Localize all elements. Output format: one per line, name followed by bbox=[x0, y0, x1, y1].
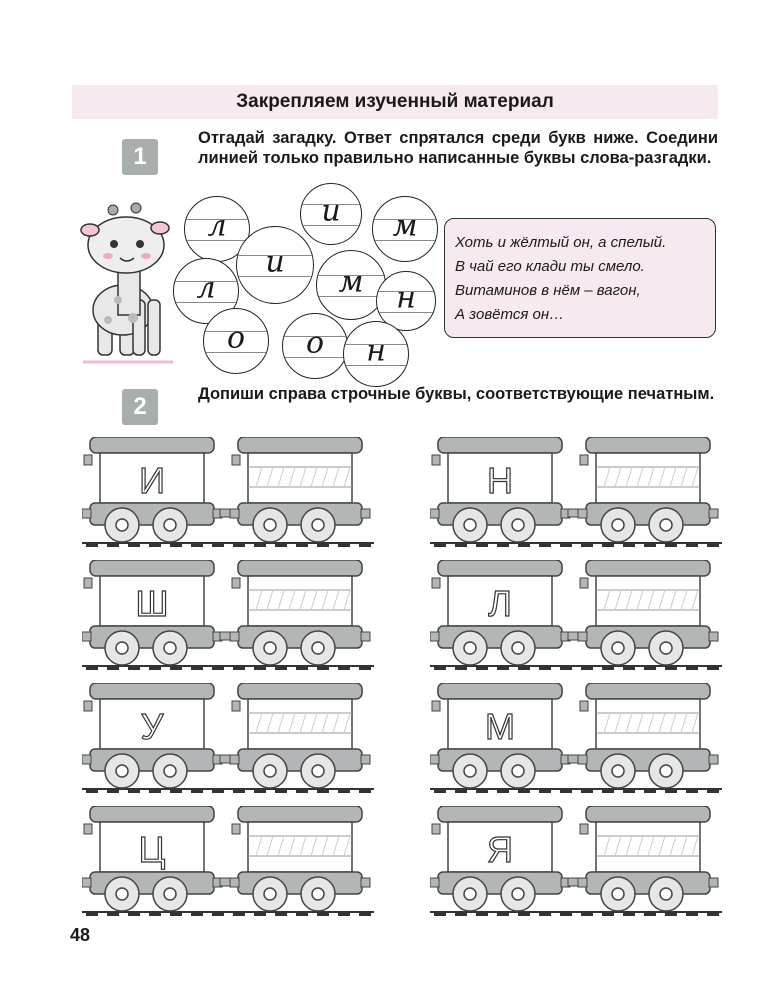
wagon-to-fill[interactable] bbox=[229, 437, 371, 543]
letter-circle[interactable]: о bbox=[282, 313, 348, 379]
printed-letter: М bbox=[485, 706, 515, 747]
wagon-with-letter: Л bbox=[430, 560, 571, 666]
letter-circle[interactable]: м bbox=[372, 196, 438, 262]
task-number-2: 2 bbox=[122, 389, 158, 425]
train: М bbox=[430, 683, 722, 793]
wagon-to-fill[interactable] bbox=[229, 683, 371, 789]
cursive-letter: н bbox=[366, 333, 386, 369]
cursive-letter: л bbox=[207, 208, 227, 244]
task-1-instructions: Отгадай загадку. Ответ спрятался среди б… bbox=[198, 129, 718, 167]
cursive-letter: и bbox=[321, 193, 341, 229]
letter-circle[interactable]: н bbox=[376, 271, 436, 331]
wagon-with-letter: У bbox=[82, 683, 223, 789]
writing-lines[interactable] bbox=[596, 589, 700, 611]
wagon-to-fill[interactable] bbox=[577, 806, 719, 912]
writing-lines[interactable] bbox=[248, 466, 352, 488]
train: Ц bbox=[82, 806, 374, 916]
printed-letter: И bbox=[139, 460, 165, 501]
giraffe-illustration bbox=[80, 202, 173, 364]
letter-circle[interactable]: л bbox=[173, 258, 239, 324]
riddle-box: Хоть и жёлтый он, а спелый. В чай его кл… bbox=[444, 218, 716, 338]
printed-letter: Л bbox=[488, 583, 512, 624]
train: И bbox=[82, 437, 374, 547]
task-number-1: 1 bbox=[122, 139, 158, 175]
printed-letter: Н bbox=[487, 460, 513, 501]
writing-lines[interactable] bbox=[596, 466, 700, 488]
writing-lines[interactable] bbox=[248, 589, 352, 611]
cursive-letter: и bbox=[265, 244, 285, 280]
writing-lines[interactable] bbox=[596, 835, 700, 857]
train: Ш bbox=[82, 560, 374, 670]
wagon-with-letter: Я bbox=[430, 806, 571, 912]
printed-letter: Я bbox=[487, 829, 513, 870]
riddle-line: Витаминов в нём – вагон, bbox=[455, 282, 641, 299]
riddle-line: В чай его клади ты смело. bbox=[455, 258, 645, 275]
train: Л bbox=[430, 560, 722, 670]
riddle-line: Хоть и жёлтый он, а спелый. bbox=[455, 234, 667, 251]
page-number: 48 bbox=[70, 925, 91, 945]
cursive-letter: о bbox=[305, 325, 325, 361]
train: Н bbox=[430, 437, 722, 547]
letter-circle[interactable]: и bbox=[236, 226, 314, 304]
letter-circle[interactable]: н bbox=[343, 321, 409, 387]
train: У bbox=[82, 683, 374, 793]
wagon-with-letter: Ш bbox=[82, 560, 223, 666]
riddle-line: А зовётся он… bbox=[455, 306, 565, 323]
cursive-letter: о bbox=[226, 320, 246, 356]
writing-lines[interactable] bbox=[596, 712, 700, 734]
letter-circle[interactable]: о bbox=[203, 308, 269, 374]
writing-lines[interactable] bbox=[248, 712, 352, 734]
wagon-to-fill[interactable] bbox=[229, 560, 371, 666]
task-2-instructions: Допиши справа строчные буквы, соответств… bbox=[198, 385, 715, 403]
writing-lines[interactable] bbox=[248, 835, 352, 857]
wagon-to-fill[interactable] bbox=[577, 437, 719, 543]
cursive-letter: л bbox=[196, 270, 216, 306]
cursive-letter: м bbox=[392, 208, 418, 244]
cursive-letter: м bbox=[338, 264, 364, 300]
section-title: Закрепляем изученный материал bbox=[236, 91, 554, 112]
letter-circle[interactable]: и bbox=[300, 183, 362, 245]
wagon-to-fill[interactable] bbox=[229, 806, 371, 912]
section-header: Закрепляем изученный материал bbox=[72, 85, 718, 119]
wagon-with-letter: И bbox=[82, 437, 223, 543]
wagon-with-letter: Н bbox=[430, 437, 571, 543]
wagon-with-letter: М bbox=[430, 683, 571, 789]
wagon-to-fill[interactable] bbox=[577, 560, 719, 666]
wagon-to-fill[interactable] bbox=[577, 683, 719, 789]
printed-letter: Ш bbox=[136, 583, 169, 624]
printed-letter: Ц bbox=[139, 829, 166, 870]
letter-circle[interactable]: м bbox=[316, 250, 386, 320]
train: Я bbox=[430, 806, 722, 916]
cursive-letter: н bbox=[396, 280, 416, 316]
wagon-with-letter: Ц bbox=[82, 806, 223, 912]
printed-letter: У bbox=[141, 706, 165, 747]
